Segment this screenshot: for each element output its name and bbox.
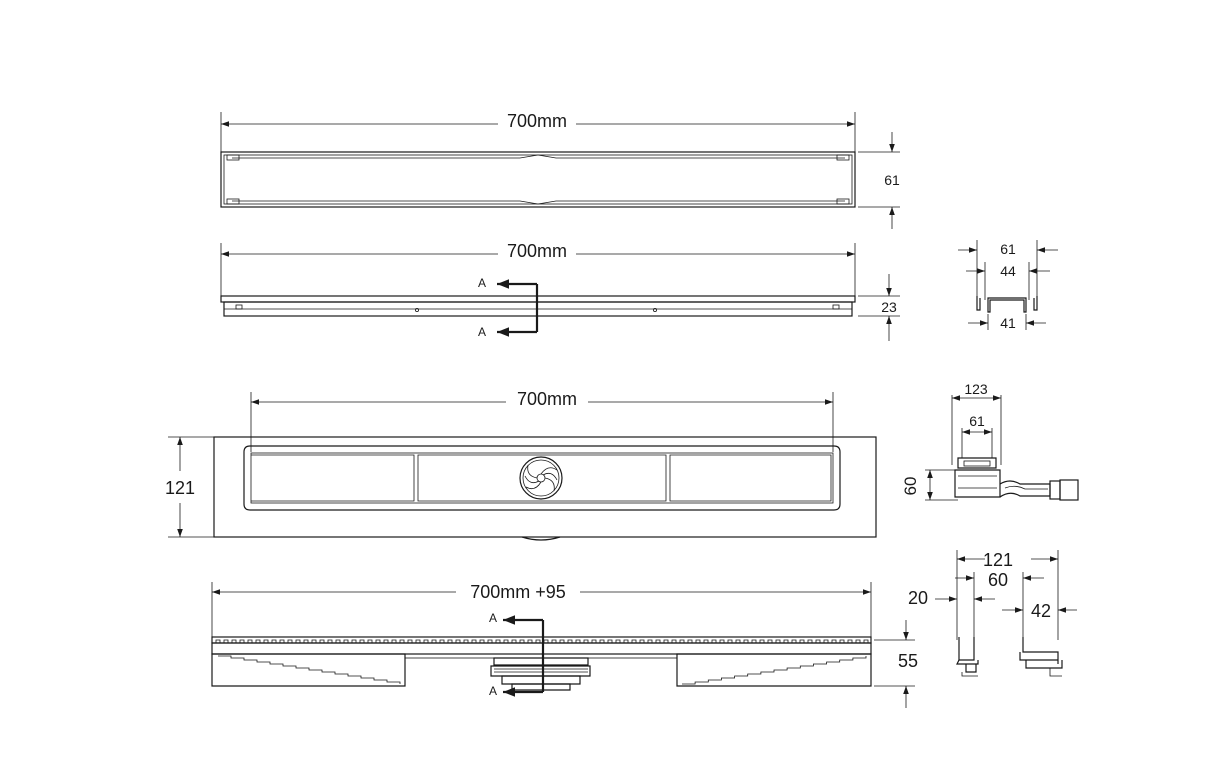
section-right-label: 42 [1031, 601, 1051, 621]
profile-inner-label: 44 [1000, 263, 1016, 279]
trap-height-label: 60 [901, 477, 920, 496]
profile-outer-label: 61 [1000, 241, 1016, 257]
trap-outlet-label: 61 [969, 413, 985, 429]
side-view-channel: 700mm A A 23 [220, 241, 900, 341]
profile-bottom-label: 41 [1000, 315, 1016, 331]
section-marker-top: A [478, 276, 486, 290]
section-marker-bottom: A [478, 325, 486, 339]
section-a-a-detail: 121 60 20 42 [908, 550, 1077, 677]
top-view-width-label: 61 [884, 172, 900, 188]
top-view-channel: 700mm 61 [220, 111, 900, 229]
drain-body-side-view: 700mm +95 A A 55 [211, 582, 918, 708]
drain-body-length-label: 700mm [517, 389, 577, 409]
section-left-label: 20 [908, 588, 928, 608]
trap-width-label: 123 [964, 381, 988, 397]
side-view-length-label: 700mm [507, 241, 567, 261]
section-marker-4-top: A [489, 611, 497, 625]
drain-body-width-label: 121 [165, 478, 195, 498]
top-view-length-label: 700mm [507, 111, 567, 131]
side-view-height-label: 23 [881, 299, 897, 315]
profile-cross-section: 61 44 41 [958, 240, 1058, 331]
drain-body-side-height-label: 55 [898, 651, 918, 671]
section-total-label: 121 [983, 550, 1013, 570]
trap-side-detail: 123 61 60 [901, 381, 1079, 501]
drain-body-top-view: 700mm 121 [165, 389, 877, 541]
section-marker-4-bottom: A [489, 684, 497, 698]
section-gap-label: 60 [988, 570, 1008, 590]
drain-body-side-length-label: 700mm +95 [470, 582, 566, 602]
